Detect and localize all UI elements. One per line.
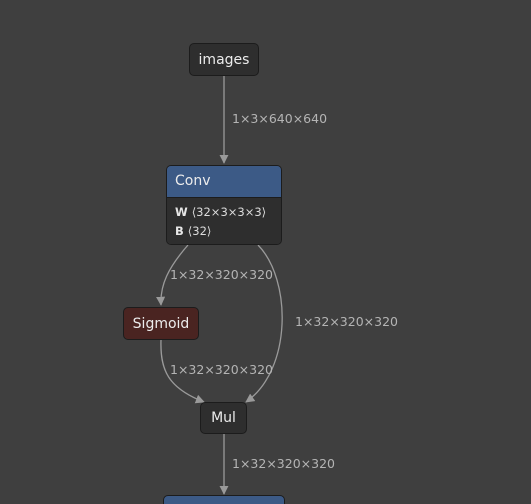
attr-key: B [175, 224, 184, 238]
node-images[interactable]: images [189, 43, 259, 76]
node-conv-header: Conv [167, 166, 281, 198]
node-conv-attr-w: W⟨32×3×3×3⟩ [175, 203, 273, 222]
node-sigmoid[interactable]: Sigmoid [123, 307, 199, 340]
edge-label-conv-sigmoid: 1×32×320×320 [170, 267, 273, 282]
node-images-label: images [198, 51, 250, 68]
node-conv-label: Conv [175, 173, 211, 189]
attr-value: ⟨32⟩ [187, 224, 212, 238]
attr-value: ⟨32×3×3×3⟩ [191, 205, 267, 219]
edge-label-images-conv: 1×3×640×640 [232, 111, 328, 126]
node-next-partial[interactable] [163, 495, 285, 504]
edge-sigmoid-mul[interactable] [160, 339, 205, 404]
node-conv-attr-b: B⟨32⟩ [175, 222, 273, 241]
node-conv[interactable]: Conv W⟨32×3×3×3⟩ B⟨32⟩ [166, 165, 282, 245]
node-mul[interactable]: Mul [200, 402, 247, 434]
edge-label-conv-mul: 1×32×320×320 [295, 314, 398, 329]
edge-conv-sigmoid[interactable] [156, 244, 189, 306]
attr-key: W [175, 205, 188, 219]
edge-label-mul-out: 1×32×320×320 [232, 456, 335, 471]
node-mul-label: Mul [211, 410, 236, 426]
edge-conv-mul[interactable] [245, 244, 283, 403]
node-sigmoid-label: Sigmoid [132, 315, 190, 332]
node-conv-attributes: W⟨32×3×3×3⟩ B⟨32⟩ [167, 198, 281, 244]
edge-label-sigmoid-mul: 1×32×320×320 [170, 362, 273, 377]
